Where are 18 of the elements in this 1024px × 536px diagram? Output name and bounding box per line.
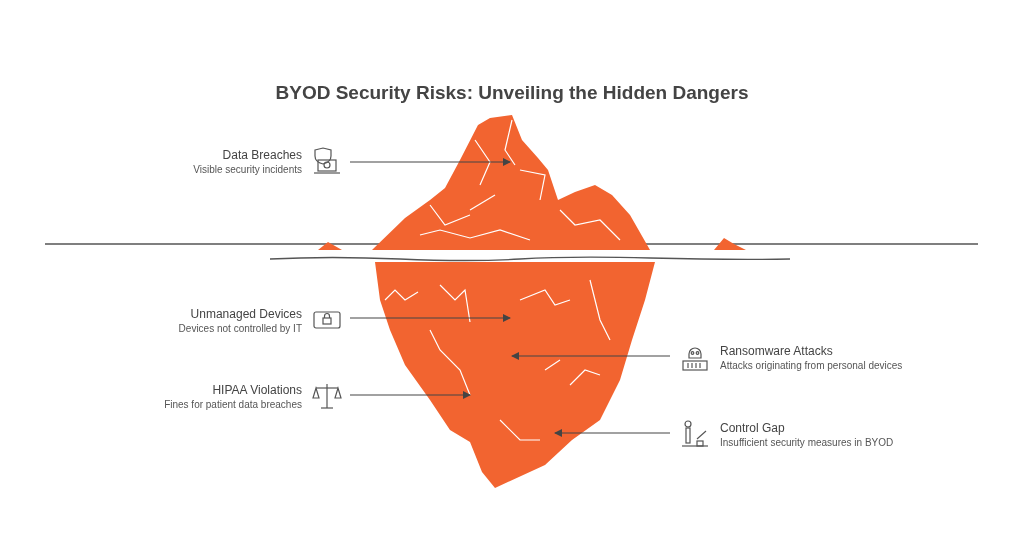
risk-description: Insufficient security measures in BYOD <box>720 436 894 448</box>
risk-heading: HIPAA Violations <box>212 382 302 397</box>
iceberg-drawing <box>375 262 655 488</box>
risk-heading: Unmanaged Devices <box>190 306 302 321</box>
leader-arrow <box>349 314 511 322</box>
risk-description: Attacks originating from personal devices <box>720 359 903 371</box>
risk-description: Fines for patient data breaches <box>164 398 302 410</box>
risk-heading: Control Gap <box>720 420 785 435</box>
leader-arrow <box>554 429 671 437</box>
diagram-title: BYOD Security Risks: Unveiling the Hidden Dangers <box>275 82 749 104</box>
risk-heading: Data Breaches <box>222 147 302 162</box>
risk-description: Devices not controlled by IT <box>178 322 302 334</box>
risk-description: Visible security incidents <box>193 163 302 175</box>
iceberg-drawing <box>372 115 650 250</box>
leader-arrow <box>349 391 471 399</box>
leader-arrow <box>511 352 671 360</box>
risk-heading: Ransomware Attacks <box>720 343 833 358</box>
leader-arrow <box>349 158 511 166</box>
